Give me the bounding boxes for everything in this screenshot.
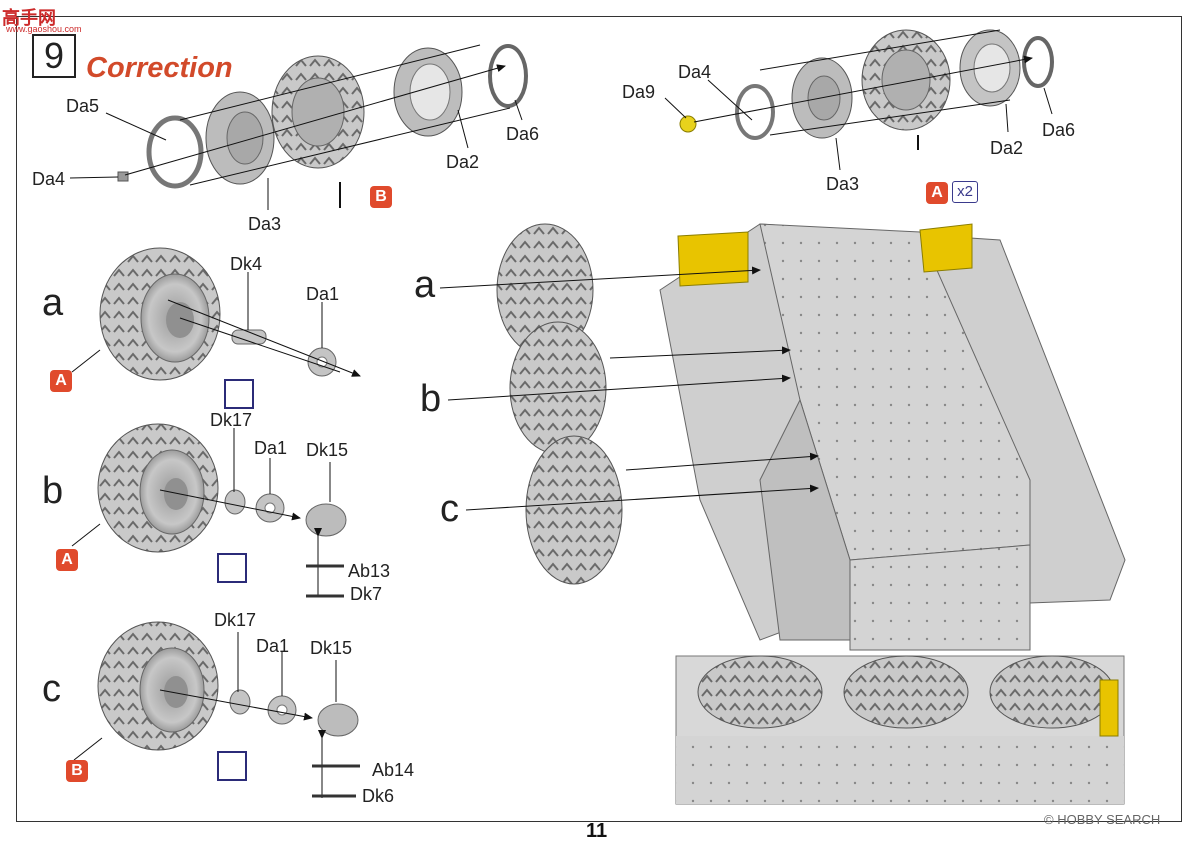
label-da4: Da4 — [32, 169, 66, 189]
runner-badge: A — [56, 549, 78, 571]
image-credit: © HOBBY SEARCH — [1044, 812, 1161, 827]
label-ab13: Ab13 — [348, 561, 391, 581]
page-number: 11 — [586, 820, 608, 842]
label-dk7: Dk7 — [350, 584, 383, 604]
label-ab14: Ab14 — [372, 760, 415, 780]
top-left-exploded-wheel — [69, 44, 528, 210]
cutter-icon — [224, 379, 254, 409]
runner-badge: B — [370, 186, 392, 208]
label-dk6: Dk6 — [362, 786, 395, 806]
label-dk4: Dk4 — [230, 254, 263, 274]
label-da1: Da1 — [306, 284, 340, 304]
label-da1: Da1 — [254, 438, 288, 458]
quantity-badge: x2 — [952, 181, 978, 203]
label-da9: Da9 — [622, 82, 656, 102]
subassembly-letter-c: c — [42, 668, 61, 710]
label-da1: Da1 — [256, 636, 290, 656]
label-da6: Da6 — [506, 124, 540, 144]
main-hull-assembly — [439, 223, 1126, 651]
label-dk15: Dk15 — [310, 638, 353, 658]
label-da3: Da3 — [248, 214, 282, 234]
step-title: Correction — [86, 52, 233, 84]
subassembly-c — [73, 621, 360, 798]
runner-badge: A — [926, 182, 948, 204]
page-frame — [16, 16, 1182, 822]
label-dk15: Dk15 — [306, 440, 349, 460]
subassembly-b — [71, 423, 347, 598]
step-number: 9 — [32, 34, 76, 78]
runner-badge: A — [50, 370, 72, 392]
subassembly-letter-a: a — [42, 282, 64, 324]
cutter-icon — [217, 553, 247, 583]
label-da5: Da5 — [66, 96, 100, 116]
label-da6: Da6 — [1042, 120, 1076, 140]
label-da3: Da3 — [826, 174, 860, 194]
main-letter-b: b — [420, 378, 442, 420]
subassembly-a — [71, 247, 361, 381]
label-dk17: Dk17 — [214, 610, 257, 630]
main-letter-a: a — [414, 264, 436, 306]
watermark-logo: 高手网 — [2, 8, 56, 28]
label-da4: Da4 — [678, 62, 712, 82]
runner-badge: B — [66, 760, 88, 782]
inset-view — [675, 655, 1125, 805]
watermark-url: www.gaoshou.com — [6, 24, 82, 34]
subassembly-letter-b: b — [42, 470, 64, 512]
main-letter-c: c — [440, 488, 459, 530]
label-da2: Da2 — [446, 152, 480, 172]
top-right-exploded-wheel — [664, 29, 1054, 171]
label-dk17: Dk17 — [210, 410, 253, 430]
cutter-icon — [217, 751, 247, 781]
label-da2: Da2 — [990, 138, 1024, 158]
